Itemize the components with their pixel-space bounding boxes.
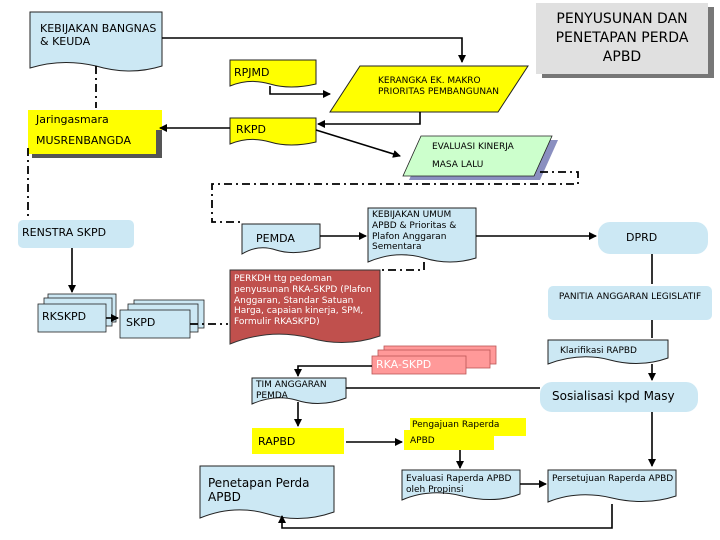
perkdh-shape [229,269,381,345]
panitia-shape [548,286,712,320]
masa-lalu-label: MASA LALU [432,160,484,170]
evaluasi-raperda-label: Evaluasi Raperda APBD oleh Propinsi [406,474,512,495]
dprd-shape [598,222,708,254]
rpjmd-shape [229,59,317,88]
evaluasi-raperda-shape [401,469,521,501]
apbd-shape [404,430,494,450]
jaringasmara-shape [28,110,162,130]
renstra-skpd-shape [18,220,134,248]
jaringasmara-label: Jaringasmara [36,113,109,126]
musrenbangda-shape [28,128,156,154]
panitia-label: PANITIA ANGGARAN LEGISLATIF [558,292,702,302]
klarifikasi-label: Klarifikasi RAPBD [560,346,637,356]
rapbd-label: RAPBD [258,435,296,448]
sosialisasi-label: Sosialisasi kpd Masy [552,389,675,403]
pemda-shape [241,223,321,255]
penyusunan-label: PENYUSUNAN DAN PENETAPAN PERDA APBD [555,11,689,65]
rkpd-label: RKPD [236,123,266,136]
perkdh-label: PERKDH ttg pedoman penyusunan RKA-SKPD (… [234,274,372,328]
rkpd-shape [229,117,317,146]
kebijakan-umum-label: KEBIJAKAN UMUM APBD & Prioritas & Plafon… [372,210,457,253]
skpd-label: SKPD [126,316,156,329]
apbd-label: APBD [410,436,435,446]
evaluasi-kinerja-label: EVALUASI KINERJA [432,142,514,152]
pemda-label: PEMDA [256,232,295,245]
connectors [68,37,656,529]
pengajuan-label: Pengajuan Raperda [412,420,500,430]
persetujuan-label: Persetujuan Raperda APBD [552,474,674,484]
tim-anggaran-shape [251,377,347,405]
rka-skpd-shape [371,355,467,375]
penyusunan-shape [536,3,708,74]
dprd-label: DPRD [626,231,658,244]
kerangka-label: KERANGKA EK. MAKRO PRIORITAS PEMBANGUNAN [378,76,499,97]
kebijakan-umum-shape [367,207,477,263]
dashed-connectors [27,66,579,325]
penetapan-label: Penetapan Perda APBD [208,476,310,505]
rpjmd-label: RPJMD [234,66,270,79]
penetapan-shape [199,465,335,520]
kebijakan-bangnas-label: KEBIJAKAN BANGNAS & KEUDA [40,22,157,49]
musrenbangda-label: MUSRENBANGDA [36,134,131,147]
rkskpd-label: RKSKPD [42,310,87,323]
rka-skpd-label: RKA-SKPD [376,358,432,371]
persetujuan-shape [547,469,677,503]
renstra-skpd-label: RENSTRA SKPD [22,226,107,239]
evaluasi-kinerja-shape [402,135,553,177]
skpd-shape [119,309,191,339]
kerangka-shape [329,65,529,113]
rkskpd-shape [37,303,107,333]
klarifikasi-shape [547,339,669,365]
tim-anggaran-label: TIM ANGGARAN PEMDA [256,380,327,401]
sosialisasi-shape [540,382,698,412]
rapbd-shape [252,428,344,454]
